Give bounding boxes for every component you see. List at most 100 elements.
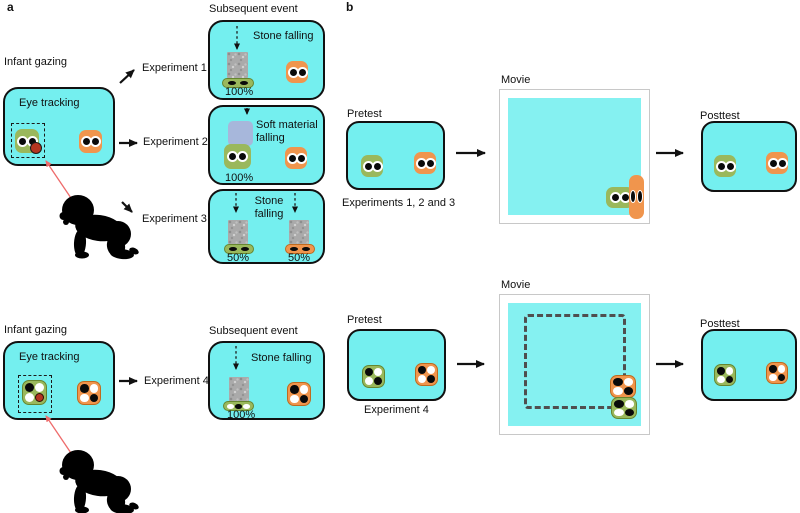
white-circle-icon: [89, 384, 98, 393]
eye-icon: [229, 247, 237, 251]
eye-icon: [629, 190, 636, 203]
orange-creature-icon: [285, 147, 307, 169]
green-creature-icon: [224, 144, 251, 169]
pretest-caption-row1: Experiments 1, 2 and 3: [342, 197, 456, 209]
movie-label-row1: Movie: [501, 74, 531, 86]
infant-gazing-label-bottom: Infant gazing: [4, 324, 67, 336]
black-circle-icon: [769, 365, 777, 373]
gaze-arrow-icon: [45, 415, 76, 460]
pretest-label-row1: Pretest: [347, 108, 382, 120]
subsequent-event-header-top: Subsequent event: [209, 3, 298, 15]
eye-icon: [776, 157, 788, 169]
pretest-box-row2: [347, 329, 446, 401]
black-circle-icon: [427, 375, 435, 383]
panel-b-label: b: [346, 0, 354, 14]
black-circle-icon: [365, 368, 373, 376]
squashed-green-creature-icon: [224, 244, 254, 254]
posttest-label-row1: Posttest: [700, 110, 740, 122]
black-circle-icon: [374, 377, 382, 385]
white-circle-icon: [25, 393, 34, 402]
baby-silhouette-icon: [59, 450, 139, 513]
eye-tracking-box-top: Eye tracking: [3, 87, 115, 166]
orange-creature-icon: [414, 152, 436, 174]
infant-gazing-label-top: Infant gazing: [4, 56, 67, 68]
black-circle-icon: [777, 373, 785, 381]
white-circle-icon: [624, 400, 634, 408]
black-circle-icon: [614, 400, 624, 408]
white-circle-icon: [418, 375, 426, 383]
green-four-circle-creature-icon: [611, 397, 637, 419]
white-circle-icon: [613, 387, 623, 395]
squashed-green-creature-icon: [223, 401, 254, 411]
white-circle-icon: [427, 366, 435, 374]
white-circle-icon: [614, 408, 624, 416]
black-circle-icon: [624, 408, 634, 416]
eye-icon: [90, 136, 101, 147]
event-title: Soft material falling: [256, 119, 318, 144]
event-box-experiment-4: Stone falling 100%: [208, 341, 325, 421]
event-title: Stone falling: [254, 195, 284, 220]
white-circle-icon: [80, 393, 89, 402]
movie-frame-row2: [499, 294, 650, 435]
event-box-experiment-3: Stone falling 50% 50%: [208, 189, 325, 264]
experiment-4-label: Experiment 4: [144, 375, 209, 387]
eye-icon: [290, 247, 298, 251]
black-circle-icon: [418, 366, 426, 374]
outcome-percent: 50%: [227, 252, 250, 264]
orange-creature-icon: [766, 152, 788, 174]
white-circle-icon: [777, 365, 785, 373]
movie-label-row2: Movie: [501, 279, 531, 291]
orange-four-circle-creature-icon: [287, 382, 311, 406]
white-circle-icon: [243, 404, 250, 409]
black-circle-icon: [80, 384, 89, 393]
movie-frame-row1: [499, 89, 650, 224]
pretest-box-row1: [346, 121, 445, 190]
black-circle-icon: [89, 393, 98, 402]
white-circle-icon: [623, 378, 633, 386]
green-four-circle-creature-icon: [362, 365, 385, 388]
black-circle-icon: [623, 387, 633, 395]
white-circle-icon: [717, 375, 725, 383]
eye-tracking-label-bottom: Eye tracking: [19, 351, 80, 363]
eye-tracking-label-top: Eye tracking: [19, 97, 80, 109]
green-creature-icon: [714, 155, 736, 177]
gaze-selection-rect: [11, 123, 45, 158]
green-four-circle-creature-icon: [22, 380, 47, 405]
eye-icon: [302, 247, 310, 251]
subsequent-event-header-bottom: Subsequent event: [209, 325, 298, 337]
green-creature-icon: [606, 187, 634, 208]
orange-creature-icon: [286, 61, 308, 83]
event-box-experiment-1: Stone falling 100%: [208, 20, 325, 100]
squashed-orange-creature-icon: [285, 244, 315, 254]
white-circle-icon: [769, 373, 777, 381]
orange-four-circle-creature-icon: [415, 363, 438, 386]
white-circle-icon: [299, 385, 308, 394]
gaze-dot-icon: [35, 393, 44, 402]
orange-creature-icon: [79, 130, 102, 153]
posttest-box-row1: [701, 121, 797, 192]
eye-icon: [228, 81, 236, 85]
outcome-percent: 100%: [225, 86, 254, 98]
event-title: Stone falling: [251, 352, 312, 364]
outcome-percent: 100%: [227, 409, 256, 421]
stone-icon: [228, 220, 248, 244]
eye-icon: [636, 190, 643, 203]
black-circle-icon: [613, 378, 623, 386]
eye-icon: [296, 66, 308, 78]
soft-material-icon: [228, 121, 253, 146]
squashed-green-creature-icon: [222, 78, 254, 88]
gaze-dot-icon: [30, 142, 42, 154]
stone-icon: [227, 52, 248, 78]
white-circle-icon: [227, 404, 234, 409]
green-creature-icon: [15, 129, 42, 154]
stone-icon: [229, 377, 249, 402]
posttest-label-row2: Posttest: [700, 318, 740, 330]
eye-icon: [237, 151, 248, 162]
posttest-box-row2: [701, 329, 797, 401]
eye-icon: [424, 157, 436, 169]
experiment-1-label: Experiment 1: [142, 62, 207, 74]
gaze-arrow-icon: [45, 160, 76, 205]
green-creature-icon: [361, 155, 383, 177]
